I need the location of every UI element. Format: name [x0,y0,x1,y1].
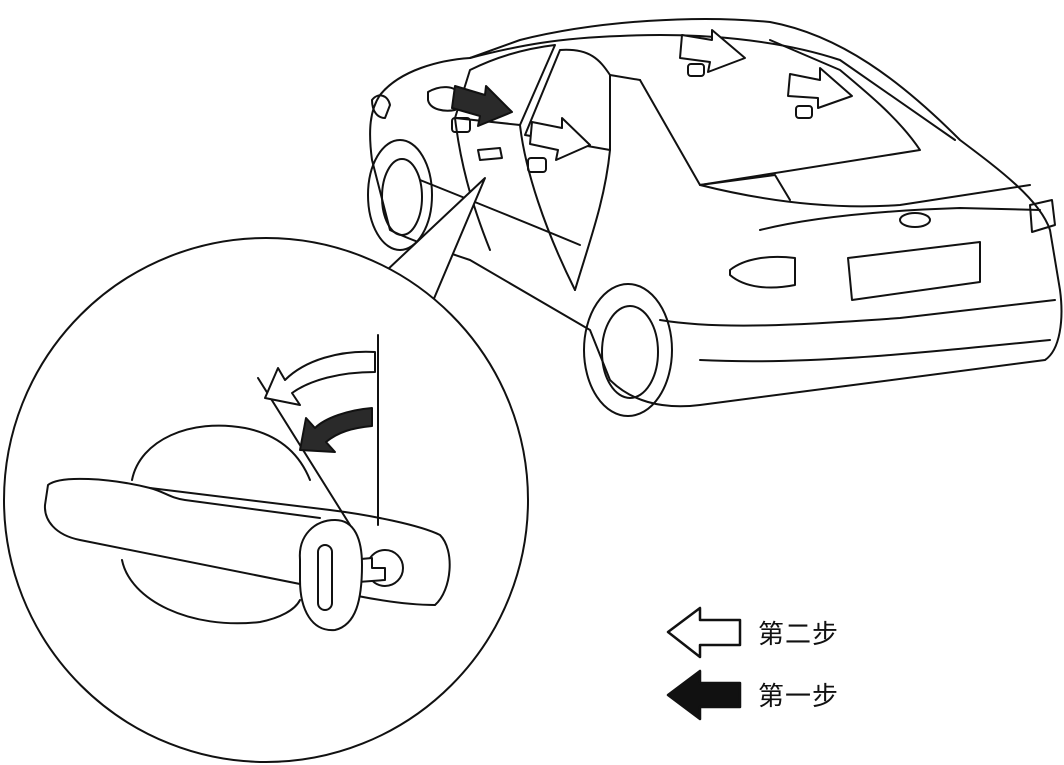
door-handle-inner [149,487,321,519]
rear-door-window [524,48,611,151]
door-handle [43,477,451,606]
front-door-window [454,44,556,126]
tail-light-left [729,255,796,289]
sedan-car [367,18,1063,417]
handle-recess [121,424,311,625]
solid-left-arrow [666,669,742,721]
solid-turn-arrow [299,407,373,453]
outline-arrow-rear-right-door [679,29,746,73]
legend-step2-label: 第二步 [758,620,840,650]
headlight [371,94,391,119]
rear-bumper [659,299,1056,363]
outline-arrow-front-right-door [787,67,853,109]
c-pillar [609,74,641,81]
lock-button-rear-right [687,63,705,77]
zoom-circle [3,237,529,763]
license-plate [847,241,981,301]
outline-arrow-rear-door [529,117,591,161]
solid-arrow-front-door [451,85,513,127]
inner-window-line [699,174,791,201]
rear-emblem [899,212,931,228]
front-wheel [367,139,433,251]
outline-turn-arrow [264,350,376,406]
lock-button-front-right [795,105,813,119]
tail-light-right [1029,199,1056,233]
lock-button-rear-left [527,157,547,173]
reference-line-angled [257,377,351,526]
roof-line [469,34,956,141]
callout-pointer-cover [390,272,427,302]
key-head [298,519,363,632]
rear-window [639,39,921,186]
key-head-slot [317,544,333,611]
rear-door-line [574,149,611,291]
outline-left-arrow [666,606,742,659]
legend-step1-label: 第一步 [758,682,840,712]
trunk-lid [699,184,1041,231]
side-mirror [427,86,461,112]
callout-pointer [384,177,486,309]
rear-wheel [583,283,673,417]
lock-button-front-left [451,117,471,133]
front-door-handle [477,147,503,161]
body-side-moulding [419,179,581,246]
